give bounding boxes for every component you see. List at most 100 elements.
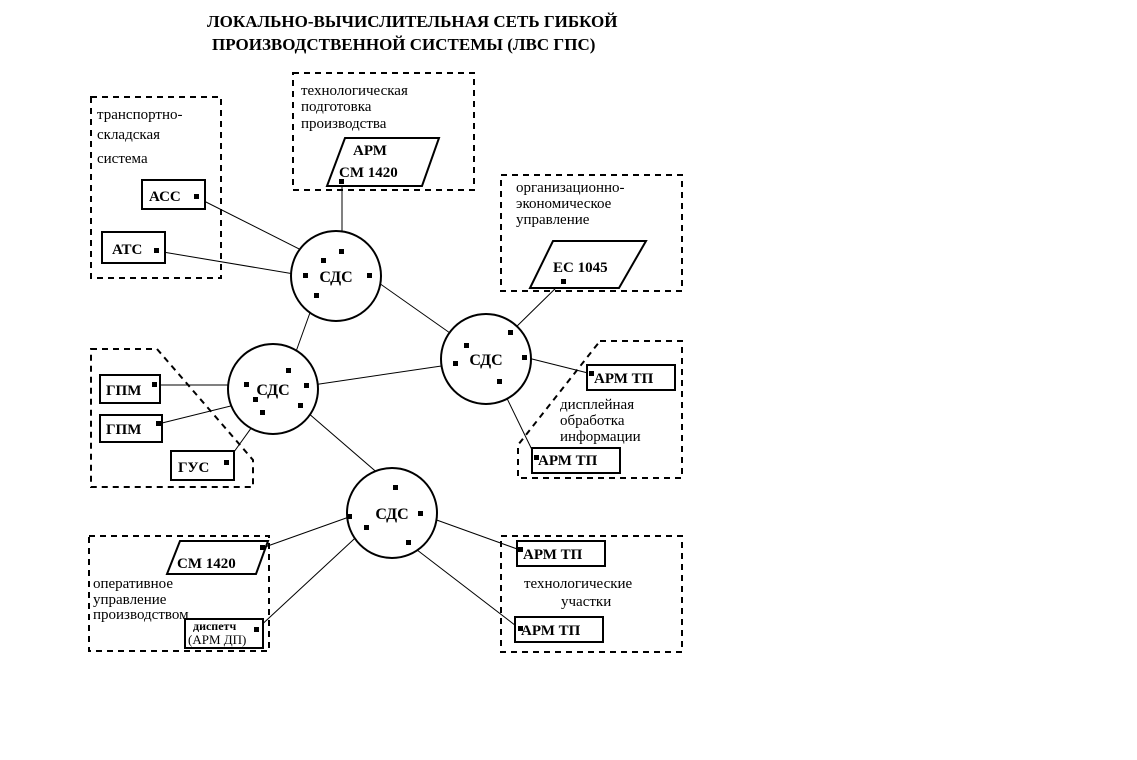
device-gpm-1-label: ГПМ	[106, 383, 141, 399]
device-atc-box	[101, 231, 166, 264]
device-ec1045-shape	[528, 240, 648, 289]
device-arm-tp-1-box	[586, 364, 676, 391]
node-sds-1-label: СДС	[319, 269, 352, 286]
device-gus-label: ГУС	[178, 460, 209, 476]
group-tech-prep-boundary	[292, 72, 475, 191]
port	[224, 460, 229, 465]
group-display-boundary	[517, 340, 683, 479]
group-org-econ-line2: экономическое	[516, 196, 612, 212]
device-atc-label: АТС	[112, 242, 142, 258]
port	[497, 379, 502, 384]
device-arm-tp-4-label: АРМ ТП	[521, 623, 581, 639]
device-arm-tp-4-box	[514, 616, 604, 643]
diagram-title-line1: ЛОКАЛЬНО-ВЫЧИСЛИТЕЛЬНАЯ СЕТЬ ГИБКОЙ	[207, 12, 617, 31]
group-display-line3: информации	[560, 429, 641, 445]
group-operative-line1: оперативное	[93, 576, 173, 592]
port	[464, 343, 469, 348]
port	[253, 397, 258, 402]
diagram-title-line2: ПРОИЗВОДСТВЕННОЙ СИСТЕМЫ (ЛВС ГПС)	[212, 35, 595, 54]
group-tech-sites-boundary	[500, 535, 683, 653]
port	[152, 382, 157, 387]
group-gpm-boundary	[90, 348, 254, 488]
port	[339, 249, 344, 254]
port	[339, 179, 344, 184]
device-arm-tp-3-box	[516, 540, 606, 567]
device-arm-tp-2: АРМ ТП	[531, 447, 621, 474]
device-gpm-2-label: ГПМ	[106, 422, 141, 438]
device-sm1420-shape	[165, 540, 270, 575]
group-operative-line3: производством	[93, 607, 189, 623]
group-tech-prep-line2: подготовка	[301, 99, 372, 115]
group-transport-line1: транспортно-	[97, 107, 183, 123]
port	[244, 382, 249, 387]
port	[303, 273, 308, 278]
port	[286, 368, 291, 373]
group-label-tech-prep: технологическая подготовка производства	[301, 83, 408, 132]
port	[453, 361, 458, 366]
connection-ports	[152, 179, 594, 632]
device-dispatch: диспетч (АРМ ДП)	[184, 618, 264, 649]
port	[508, 330, 513, 335]
device-gpm-2: ГПМ	[99, 414, 163, 443]
device-arm-tp-2-box	[531, 447, 621, 474]
device-dispatch-line1: диспетч	[193, 619, 236, 633]
node-sds-3-circle	[227, 343, 319, 435]
device-gus: ГУС	[170, 450, 235, 481]
device-acc-label: АСС	[149, 189, 181, 205]
group-transport-line2: складская	[97, 127, 160, 143]
node-sds-4-circle	[346, 467, 438, 559]
device-sm1420: СМ 1420	[165, 540, 270, 575]
link-sds2-sds3	[305, 363, 456, 387]
group-display-line1: дисплейная	[560, 397, 634, 413]
port	[393, 485, 398, 490]
port	[406, 540, 411, 545]
device-atc: АТС	[101, 231, 166, 264]
port	[260, 545, 265, 550]
device-gpm-1-box	[99, 374, 161, 404]
link-sds2-armtp1	[523, 356, 593, 375]
node-sds-2-circle	[440, 313, 532, 405]
group-label-display: дисплейная обработка информации	[560, 397, 641, 445]
device-ec1045: ЕС 1045	[528, 240, 648, 289]
device-arm-tp-3-label: АРМ ТП	[523, 547, 583, 563]
group-tech-sites-line2: участки	[561, 594, 611, 610]
device-gpm-1: ГПМ	[99, 374, 161, 404]
node-sds-3: СДС	[227, 343, 319, 435]
port	[298, 403, 303, 408]
port	[260, 410, 265, 415]
port	[418, 511, 423, 516]
device-gpm-2-box	[99, 414, 163, 443]
port	[534, 455, 539, 460]
node-sds-3-label: СДС	[256, 382, 289, 399]
group-label-transport: транспортно- складская система	[97, 107, 183, 167]
device-arm-tp-2-label: АРМ ТП	[538, 453, 598, 469]
group-label-tech-sites: технологические участки	[524, 576, 633, 610]
group-label-operative: оперативное управление производством	[93, 576, 189, 623]
port	[522, 355, 527, 360]
device-arm-tp-1: АРМ ТП	[586, 364, 676, 391]
port	[254, 627, 259, 632]
group-tech-sites-line1: технологические	[524, 576, 633, 592]
port	[314, 293, 319, 298]
node-sds-1-circle	[290, 230, 382, 322]
connection-lines	[154, 181, 593, 631]
group-transport-line3: система	[97, 151, 148, 167]
node-sds-4: СДС	[346, 467, 438, 559]
device-arm-sm1420-shape	[325, 137, 441, 187]
node-sds-1: СДС	[290, 230, 382, 322]
device-arm-sm1420-line2: СМ 1420	[339, 165, 398, 181]
group-operative-line2: управление	[93, 592, 167, 608]
link-sm1420-sds4	[261, 516, 350, 549]
port	[304, 383, 309, 388]
device-arm-tp-3: АРМ ТП	[516, 540, 606, 567]
port	[154, 248, 159, 253]
device-arm-tp-1-label: АРМ ТП	[594, 371, 654, 387]
group-display-line2: обработка	[560, 413, 625, 429]
device-arm-sm1420: АРМ СМ 1420	[325, 137, 441, 187]
link-atc-sds1	[156, 250, 307, 277]
device-sm1420-label: СМ 1420	[177, 556, 236, 572]
port	[561, 279, 566, 284]
group-transport-boundary	[90, 96, 222, 279]
device-gus-box	[170, 450, 235, 481]
